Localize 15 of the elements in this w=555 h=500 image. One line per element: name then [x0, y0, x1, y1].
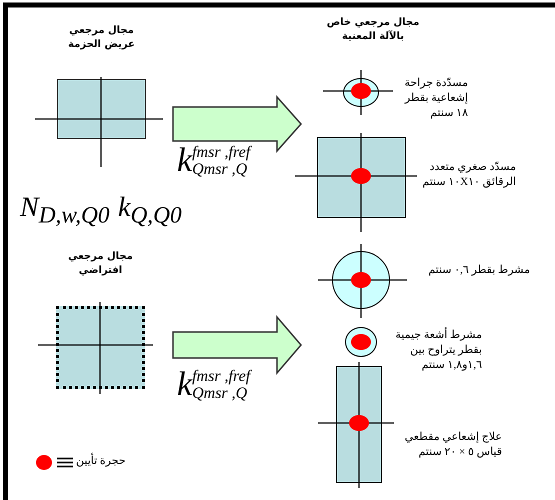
field-rectangle	[317, 137, 406, 218]
field-heading: مجال مرجعي عريض الحزمة	[67, 24, 136, 52]
field-rectangle	[336, 366, 382, 483]
formula: k$_{Q,Q0}$	[118, 192, 182, 230]
field-heading: مجال مرجعي افتراضي	[67, 250, 134, 278]
block-arrow	[172, 314, 302, 376]
legend-text: حجرة تأيين	[76, 454, 126, 469]
formula: N$_{D,w,Q0}$	[20, 192, 110, 230]
node-label: مشرط أشعة جيمية بقطر يتراوح بين ١,٦و١,٨ سنتم	[394, 328, 482, 373]
node-label: مشرط بقطر ٠,٦ سنتم	[427, 263, 530, 278]
column-heading: مجال مرجعي خاص بالآلة المعنية	[326, 16, 420, 44]
block-arrow	[172, 95, 302, 153]
node-label: مسدّد صغري متعدد الرقائق ١٠X١٠ سنتم	[421, 160, 516, 190]
node-label: مسدّدة جراحة إشعاعية بقطر ١٨ سنتم	[403, 76, 468, 121]
node-label: علاج إشعاعي مقطعي قياس ٥ × ٢٠ سنتم	[404, 430, 502, 460]
